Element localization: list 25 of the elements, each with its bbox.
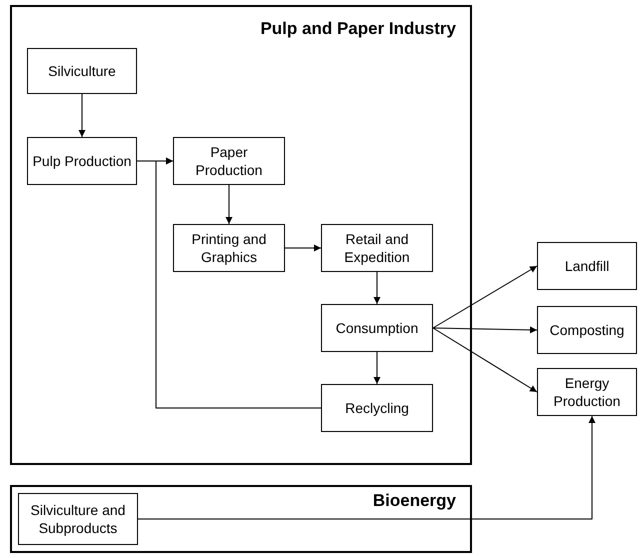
process-box: Energy Production (537, 368, 637, 416)
process-box: Retail and Expedition (321, 224, 433, 272)
arrow (374, 272, 380, 304)
arrow (284, 244, 322, 252)
arrow (138, 416, 596, 520)
process-box: Composting (537, 306, 637, 354)
group-title: Pulp and Paper Industry (260, 19, 456, 39)
process-box: Printing and Graphics (173, 224, 285, 272)
arrow (432, 266, 538, 328)
arrow (432, 326, 538, 334)
arrow (226, 184, 232, 224)
arrow (374, 352, 380, 384)
process-box: Silviculture and Subproducts (18, 493, 138, 545)
process-box: Pulp Production (27, 137, 137, 185)
arrow (156, 158, 322, 408)
arrow (78, 94, 86, 138)
arrow (432, 328, 538, 392)
process-box: Landfill (537, 242, 637, 290)
group-frame (10, 485, 472, 553)
process-box: Reclycling (321, 384, 433, 432)
group-frame (10, 5, 472, 465)
process-box: Consumption (321, 304, 433, 352)
group-title: Bioenergy (372, 491, 456, 511)
process-box: Silviculture (27, 48, 137, 94)
process-box: Paper Production (173, 137, 285, 185)
